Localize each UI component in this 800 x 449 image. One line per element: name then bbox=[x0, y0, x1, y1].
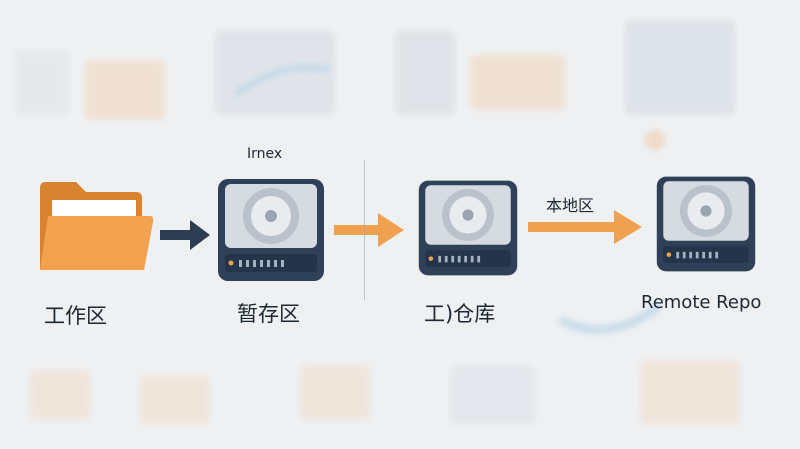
label-staging-area: 暂存区 bbox=[237, 302, 300, 326]
node-staging-area bbox=[215, 176, 327, 284]
label-top: Irnex bbox=[247, 146, 283, 162]
label-arrow-push: 本地区 bbox=[546, 196, 595, 215]
hard-drive-icon bbox=[218, 179, 324, 281]
label-working-directory: 工作区 bbox=[44, 304, 107, 328]
arrow-commit bbox=[334, 213, 404, 247]
node-local-repository bbox=[416, 176, 520, 280]
section-divider bbox=[364, 160, 365, 300]
label-remote-repository: Remote Repo bbox=[641, 292, 762, 313]
arrow-push bbox=[528, 210, 642, 244]
folder-icon bbox=[40, 182, 154, 270]
label-local-repository: 工)仓库 bbox=[424, 302, 496, 326]
hard-drive-icon bbox=[656, 176, 756, 272]
node-remote-repository bbox=[654, 172, 758, 276]
arrow-add bbox=[160, 220, 210, 250]
hard-drive-icon bbox=[418, 180, 518, 276]
node-working-directory bbox=[36, 178, 156, 278]
